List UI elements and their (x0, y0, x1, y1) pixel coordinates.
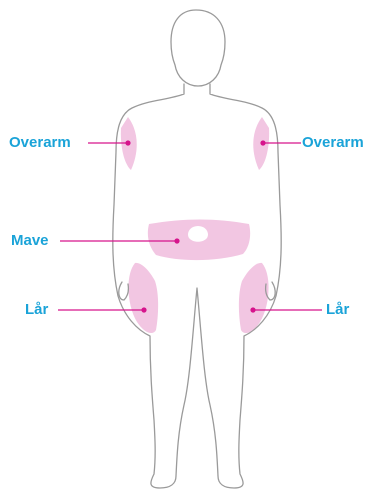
injection-zones (121, 117, 269, 333)
label-belly: Mave (11, 232, 49, 250)
leader-dot-upper-arm-left (126, 141, 130, 145)
leader-dot-upper-arm-right (261, 141, 265, 145)
zone-belly (148, 220, 250, 261)
label-upper-arm-left: Overarm (9, 134, 71, 152)
leader-dot-thigh-right (251, 308, 255, 312)
head-outline (171, 10, 225, 86)
label-upper-arm-right: Overarm (302, 134, 364, 152)
leader-dot-thigh-left (142, 308, 146, 312)
label-thigh-right: Lår (326, 301, 349, 319)
hand-left-outline (119, 282, 129, 300)
leader-dot-belly (175, 239, 179, 243)
zone-thigh-right (239, 263, 269, 333)
label-thigh-left: Lår (25, 301, 48, 319)
